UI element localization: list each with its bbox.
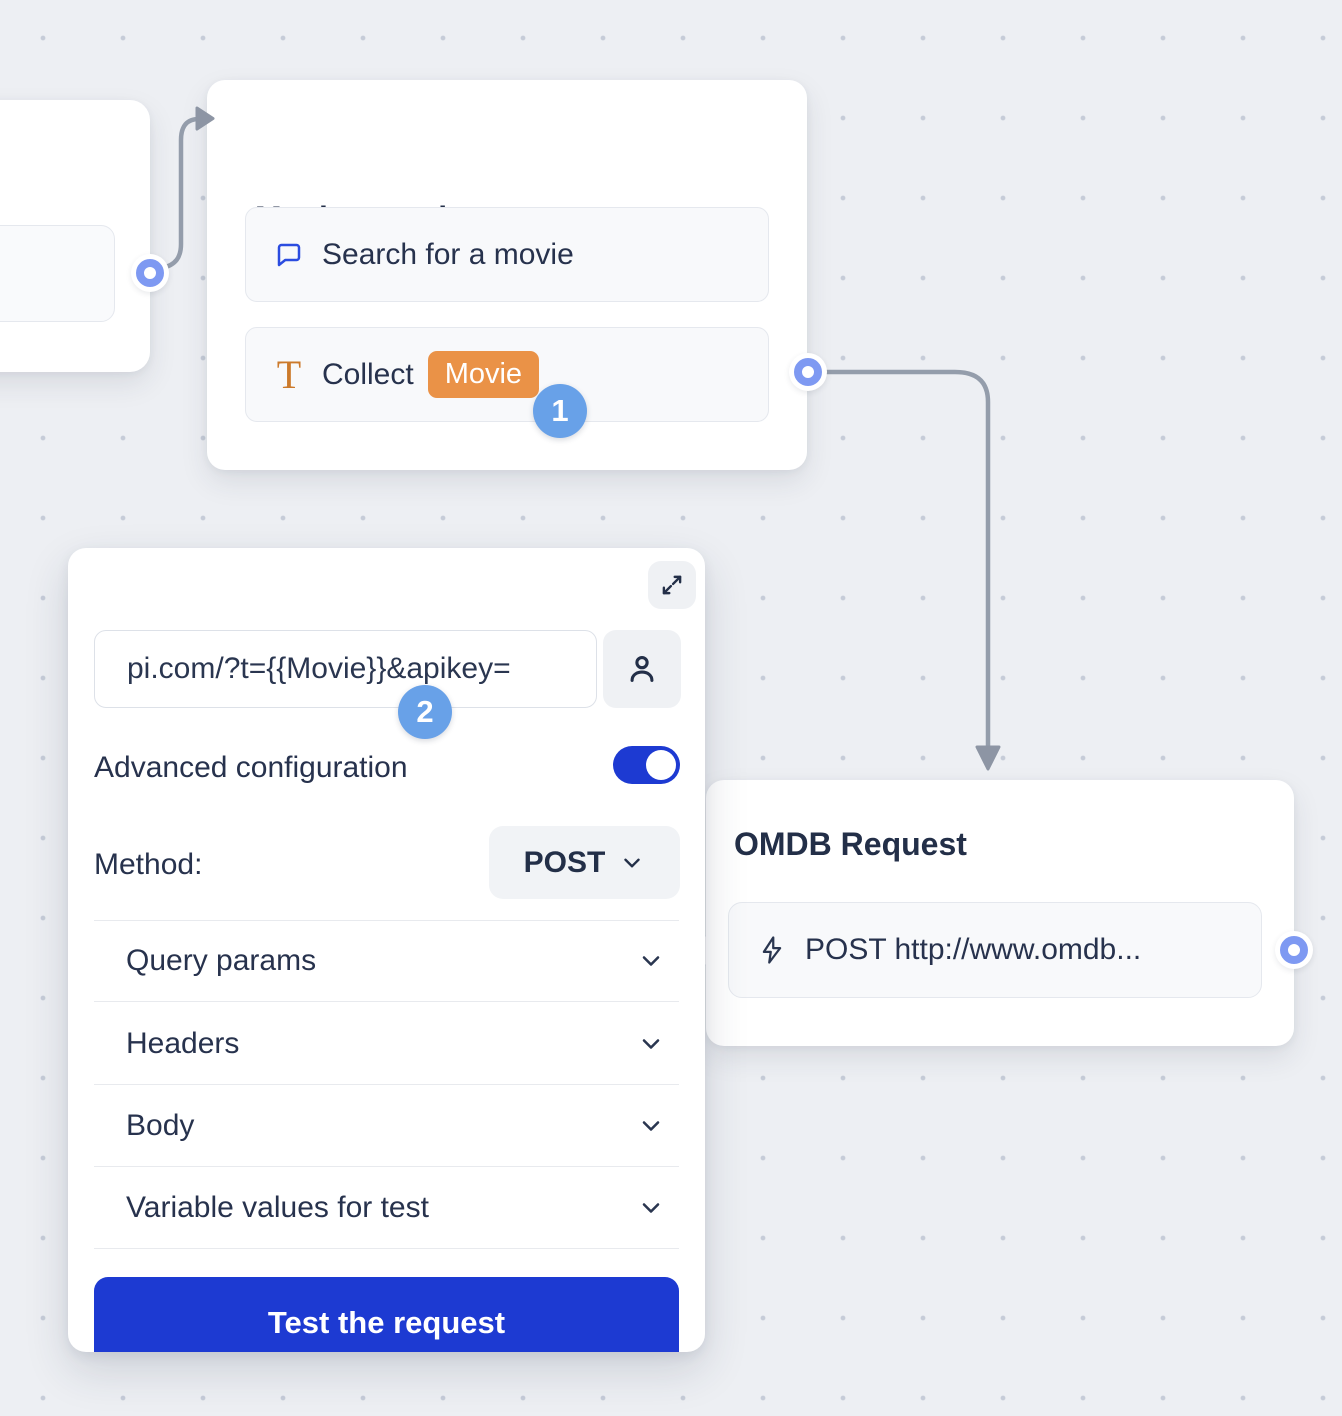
variable-badge: Movie [427,351,540,398]
movie-search-node[interactable]: Movie search Search for a movie T Collec… [207,80,807,470]
port-ring-icon [136,259,164,287]
lightning-icon [762,936,782,964]
omdb-request-node[interactable]: OMDB Request POST http://www.omdb... [706,780,1294,1046]
port-ring-icon [794,358,822,386]
section-body[interactable]: Body [94,1085,679,1167]
port-ring-icon [1280,936,1308,964]
node-item[interactable] [0,225,115,322]
section-label: Query params [126,944,317,977]
user-variable-button[interactable] [603,630,681,708]
connector-arrow-down [975,745,1001,771]
chevron-down-icon [642,1120,660,1131]
method-value: POST [523,845,606,879]
webhook-config-panel: Advanced configuration Method: POST Quer… [68,548,705,1352]
section-headers[interactable]: Headers [94,1003,679,1085]
expand-button[interactable] [648,561,696,609]
method-select[interactable]: POST [489,826,680,899]
node-item-label: Search for a movie [322,237,574,271]
advanced-configuration-label: Advanced configuration [94,751,408,784]
node-item-message[interactable]: Search for a movie [245,207,769,302]
test-request-button[interactable]: Test the request [94,1277,679,1352]
node-item-label: Collect [322,357,414,391]
node-title: OMDB Request [734,826,967,862]
node-item-webhook[interactable]: POST http://www.omdb... [728,902,1262,998]
method-label: Method: [94,848,203,881]
section-label: Variable values for test [126,1190,429,1224]
connector-path [819,369,991,751]
advanced-configuration-toggle[interactable] [613,746,680,784]
step-2-badge: 2 [398,685,452,739]
output-port[interactable] [131,254,169,292]
step-1-badge: 1 [533,384,587,438]
connector-path [159,116,202,271]
section-label: Headers [126,1026,240,1060]
expand-icon [662,575,682,595]
user-icon [630,655,654,682]
partial-node-card[interactable] [0,100,150,372]
section-query-params[interactable]: Query params [94,920,679,1002]
output-port[interactable] [1275,931,1313,969]
node-item-collect[interactable]: T Collect Movie [245,327,769,422]
output-port[interactable] [789,353,827,391]
chevron-down-icon [624,858,641,867]
chevron-down-icon [642,1038,660,1049]
node-item-label: POST http://www.omdb... [805,933,1142,966]
chevron-down-icon [642,956,660,966]
chat-bubble-icon [277,243,301,266]
chevron-down-icon [642,1202,660,1213]
url-input[interactable] [94,630,597,708]
section-label: Body [126,1108,195,1142]
text-input-icon: T [276,351,302,397]
toggle-knob [646,750,676,780]
section-variable-values[interactable]: Variable values for test [94,1167,679,1249]
